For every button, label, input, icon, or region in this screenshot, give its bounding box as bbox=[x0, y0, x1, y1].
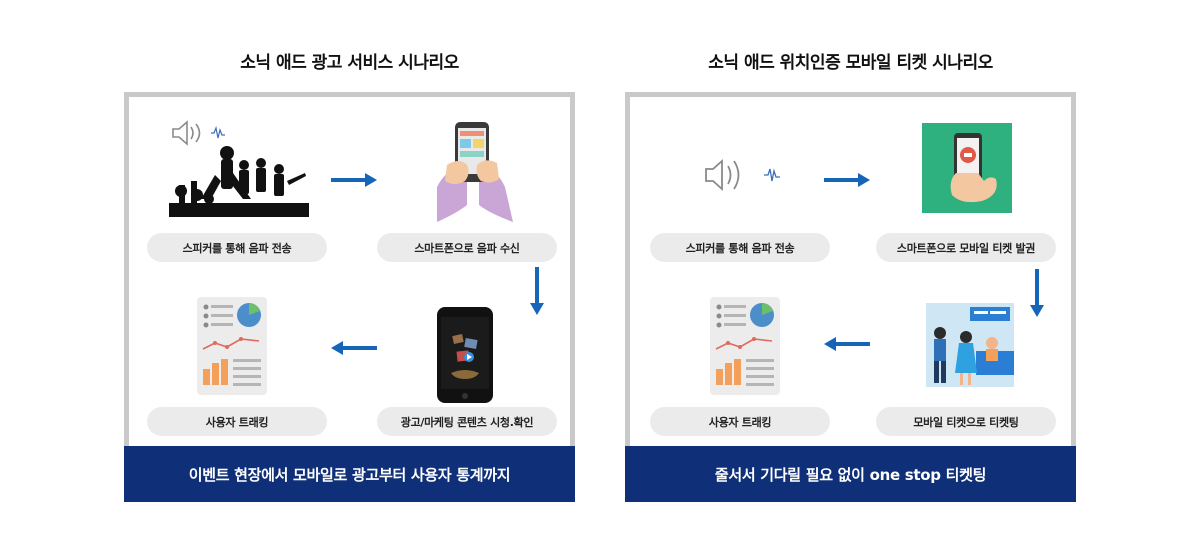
user-tracking-report-icon bbox=[197, 297, 267, 395]
arrow-down-icon bbox=[1030, 269, 1044, 317]
arrow-right-icon bbox=[824, 173, 870, 187]
mobile-ticket-issue-icon bbox=[922, 123, 1012, 213]
right-panel-title: 소닉 애드 위치인증 모바일 티켓 시나리오 bbox=[708, 53, 993, 73]
concert-speaker-icon bbox=[169, 120, 309, 217]
right-panel-frame: 스피커를 통해 음파 전송 스마트폰으로 모바일 티켓 발권 모바일 티켓으로 … bbox=[625, 92, 1076, 448]
smartphone-receive-icon bbox=[437, 122, 513, 222]
arrow-down-icon bbox=[530, 267, 544, 315]
step-label: 사용자 트래킹 bbox=[650, 407, 830, 436]
user-tracking-report-icon bbox=[710, 297, 780, 395]
left-scenario-panel: 스피커를 통해 음파 전송 스마트폰으로 음파 수신 광고/마케팅 콘텐츠 시청… bbox=[124, 92, 575, 502]
speaker-sound-icon bbox=[705, 158, 780, 192]
step-label: 스마트폰으로 모바일 티켓 발권 bbox=[876, 233, 1056, 262]
left-panel-footer: 이벤트 현장에서 모바일로 광고부터 사용자 통계까지 bbox=[124, 446, 575, 502]
left-panel-frame: 스피커를 통해 음파 전송 스마트폰으로 음파 수신 광고/마케팅 콘텐츠 시청… bbox=[124, 92, 575, 448]
ticketing-scene-icon bbox=[926, 303, 1014, 387]
step-label: 광고/마케팅 콘텐츠 시청.확인 bbox=[377, 407, 557, 436]
ad-content-phone-icon bbox=[437, 307, 493, 403]
step-label: 모바일 티켓으로 티켓팅 bbox=[876, 407, 1056, 436]
right-scenario-panel: 스피커를 통해 음파 전송 스마트폰으로 모바일 티켓 발권 모바일 티켓으로 … bbox=[625, 92, 1076, 502]
arrow-left-icon bbox=[824, 337, 870, 351]
right-panel-footer: 줄서서 기다릴 필요 없이 one stop 티켓팅 bbox=[625, 446, 1076, 502]
step-label: 스마트폰으로 음파 수신 bbox=[377, 233, 557, 262]
arrow-right-icon bbox=[331, 173, 377, 187]
step-label: 스피커를 통해 음파 전송 bbox=[650, 233, 830, 262]
left-panel-title: 소닉 애드 광고 서비스 시나리오 bbox=[240, 53, 459, 73]
step-label: 사용자 트래킹 bbox=[147, 407, 327, 436]
arrow-left-icon bbox=[331, 341, 377, 355]
step-label: 스피커를 통해 음파 전송 bbox=[147, 233, 327, 262]
